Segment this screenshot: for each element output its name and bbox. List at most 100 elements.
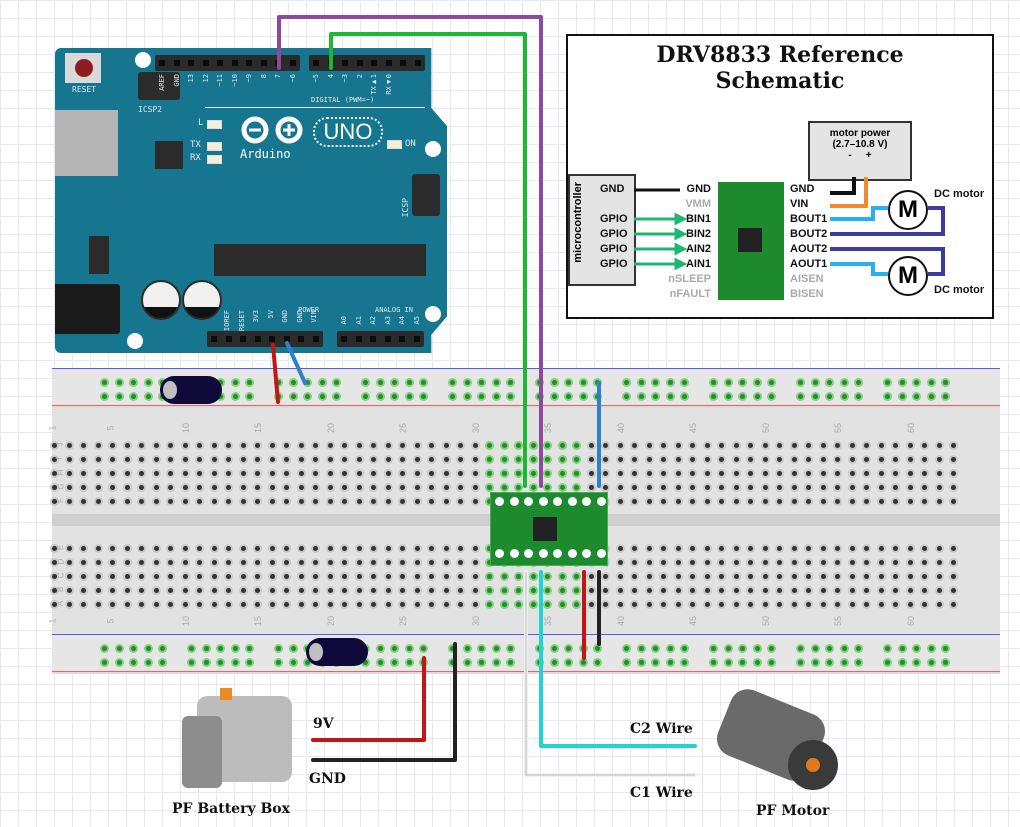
breadboard-hole[interactable] <box>690 560 695 565</box>
breadboard-hole[interactable] <box>371 499 376 504</box>
breadboard-hole[interactable] <box>646 560 652 565</box>
breadboard-hole[interactable] <box>52 560 57 565</box>
breadboard-hole[interactable] <box>153 471 159 476</box>
breadboard-hole[interactable] <box>646 457 652 462</box>
breadboard-hole[interactable] <box>197 588 202 593</box>
breadboard-hole[interactable] <box>197 471 202 476</box>
breadboard-hole[interactable] <box>400 471 405 476</box>
breadboard-hole[interactable] <box>153 546 159 551</box>
breadboard-hole[interactable] <box>66 588 72 593</box>
rail-hole[interactable] <box>580 660 586 665</box>
breadboard-hole[interactable] <box>835 457 840 462</box>
rail-hole[interactable] <box>145 394 151 399</box>
breadboard-hole[interactable] <box>81 443 86 448</box>
breadboard-hole[interactable] <box>487 588 492 593</box>
breadboard-hole[interactable] <box>835 485 840 490</box>
rail-hole[interactable] <box>740 380 745 385</box>
breadboard-hole[interactable] <box>849 471 855 476</box>
rail-hole[interactable] <box>798 380 803 385</box>
breadboard-hole[interactable] <box>893 574 898 579</box>
rail-hole[interactable] <box>479 380 484 385</box>
breadboard-hole[interactable] <box>791 602 797 607</box>
breadboard-hole[interactable] <box>226 602 231 607</box>
breadboard-hole[interactable] <box>139 560 144 565</box>
breadboard-hole[interactable] <box>675 574 681 579</box>
breadboard-hole[interactable] <box>777 485 782 490</box>
breadboard-hole[interactable] <box>777 443 782 448</box>
breadboard-hole[interactable] <box>211 499 217 504</box>
breadboard-hole[interactable] <box>936 574 942 579</box>
rail-hole[interactable] <box>145 660 151 665</box>
rail-hole[interactable] <box>943 380 948 385</box>
breadboard-hole[interactable] <box>342 457 347 462</box>
breadboard-hole[interactable] <box>588 471 594 476</box>
rail-hole[interactable] <box>725 394 731 399</box>
breadboard-hole[interactable] <box>95 602 101 607</box>
breadboard-hole[interactable] <box>936 588 942 593</box>
breadboard-hole[interactable] <box>443 602 449 607</box>
breadboard-hole[interactable] <box>632 457 637 462</box>
rail-hole[interactable] <box>232 660 238 665</box>
breadboard-hole[interactable] <box>849 443 855 448</box>
breadboard-hole[interactable] <box>168 485 173 490</box>
rail-hole[interactable] <box>450 660 455 665</box>
rail-hole[interactable] <box>682 394 687 399</box>
rail-hole[interactable] <box>740 646 745 651</box>
rail-hole[interactable] <box>899 660 905 665</box>
breadboard-hole[interactable] <box>487 471 492 476</box>
breadboard-hole[interactable] <box>327 457 333 462</box>
rail-hole[interactable] <box>928 394 934 399</box>
breadboard-hole[interactable] <box>922 485 927 490</box>
breadboard-hole[interactable] <box>313 574 318 579</box>
breadboard-hole[interactable] <box>603 485 608 490</box>
rail-hole[interactable] <box>711 646 716 651</box>
breadboard-hole[interactable] <box>414 602 420 607</box>
rail-hole[interactable] <box>377 646 383 651</box>
breadboard-hole[interactable] <box>414 546 420 551</box>
breadboard-hole[interactable] <box>81 546 86 551</box>
rail-hole[interactable] <box>769 646 774 651</box>
breadboard-hole[interactable] <box>617 588 623 593</box>
breadboard-hole[interactable] <box>661 499 666 504</box>
breadboard-hole[interactable] <box>646 443 652 448</box>
rail-hole[interactable] <box>102 380 107 385</box>
rail-hole[interactable] <box>218 380 223 385</box>
breadboard-hole[interactable] <box>182 546 188 551</box>
breadboard-hole[interactable] <box>211 560 217 565</box>
breadboard-hole[interactable] <box>284 546 289 551</box>
breadboard-hole[interactable] <box>240 602 246 607</box>
breadboard-hole[interactable] <box>820 485 826 490</box>
breadboard-hole[interactable] <box>342 499 347 504</box>
breadboard-hole[interactable] <box>313 457 318 462</box>
rail-hole[interactable] <box>885 394 890 399</box>
breadboard-hole[interactable] <box>777 457 782 462</box>
breadboard-hole[interactable] <box>646 588 652 593</box>
breadboard-hole[interactable] <box>806 546 811 551</box>
breadboard-hole[interactable] <box>197 546 202 551</box>
rail-hole[interactable] <box>131 394 136 399</box>
breadboard-hole[interactable] <box>298 499 304 504</box>
rail-hole[interactable] <box>232 380 238 385</box>
breadboard-hole[interactable] <box>255 574 260 579</box>
breadboard-hole[interactable] <box>922 457 927 462</box>
breadboard-hole[interactable] <box>806 499 811 504</box>
rail-hole[interactable] <box>363 660 368 665</box>
breadboard-hole[interactable] <box>110 602 115 607</box>
breadboard-hole[interactable] <box>762 499 768 504</box>
breadboard-hole[interactable] <box>255 499 260 504</box>
breadboard-hole[interactable] <box>139 499 144 504</box>
breadboard-hole[interactable] <box>646 471 652 476</box>
breadboard-hole[interactable] <box>704 588 710 593</box>
breadboard-hole[interactable] <box>472 574 478 579</box>
breadboard-hole[interactable] <box>81 560 86 565</box>
rail-hole[interactable] <box>841 646 847 651</box>
breadboard-hole[interactable] <box>719 574 724 579</box>
breadboard-hole[interactable] <box>429 560 434 565</box>
rail-hole[interactable] <box>421 380 426 385</box>
breadboard-hole[interactable] <box>690 602 695 607</box>
breadboard-hole[interactable] <box>255 471 260 476</box>
rail-hole[interactable] <box>145 380 151 385</box>
breadboard-hole[interactable] <box>719 471 724 476</box>
breadboard-hole[interactable] <box>951 574 956 579</box>
breadboard-hole[interactable] <box>849 588 855 593</box>
